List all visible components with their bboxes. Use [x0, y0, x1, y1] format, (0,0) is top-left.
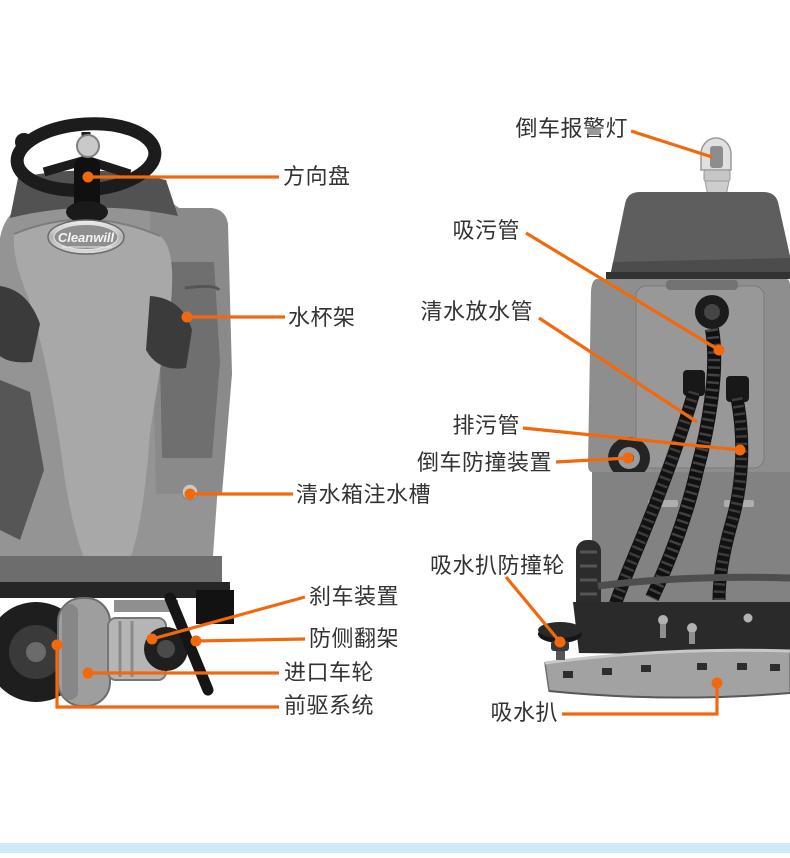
- warning-beacon-graphic: [700, 137, 732, 207]
- front-view-machine: Cleanwill: [0, 117, 234, 707]
- label-fresh-water-drain-hose: 清水放水管: [420, 299, 533, 324]
- leader-fresh-water-drain-hose: [538, 316, 698, 424]
- leader-squeegee: [562, 683, 719, 716]
- label-suction-hose: 吸污管: [452, 218, 520, 243]
- label-front-drive-system: 前驱系统: [284, 693, 375, 718]
- leader-front-drive-system: [55, 645, 279, 709]
- leader-lines: [55, 129, 741, 716]
- anti-rollover-lever: [164, 592, 214, 696]
- rear-view-machine: [538, 137, 790, 699]
- leader-suction-hose: [525, 231, 720, 352]
- sewage-hose-graphic: [712, 396, 749, 601]
- leader-brake-device: [151, 595, 306, 641]
- label-sewage-drain-hose: 排污管: [452, 413, 520, 438]
- squeegee-bar-graphic: [544, 648, 790, 699]
- leader-sewage-drain-hose: [522, 426, 741, 452]
- footer-accent-bar: [0, 843, 790, 853]
- label-water-fill-slot: 清水箱注水槽: [296, 482, 432, 507]
- front-drive-assembly: [0, 590, 234, 707]
- squeegee-assembly: [538, 602, 790, 699]
- label-squeegee-bumper-wheel: 吸水扒防撞轮: [429, 553, 565, 578]
- label-steering-wheel: 方向盘: [283, 164, 351, 189]
- label-squeegee: 吸水扒: [490, 700, 558, 725]
- label-cup-holder: 水杯架: [288, 305, 356, 330]
- label-imported-wheel: 进口车轮: [284, 660, 375, 685]
- label-anti-rollover-frame: 防侧翻架: [309, 626, 400, 651]
- label-brake-device: 刹车装置: [309, 584, 400, 609]
- brand-badge: Cleanwill: [47, 219, 125, 255]
- leader-dots: [51, 171, 746, 689]
- leader-reverse-alarm-light: [630, 129, 713, 159]
- seat-back: [611, 192, 790, 272]
- steering-wheel-graphic: [10, 117, 162, 223]
- leader-reverse-bumper: [555, 456, 629, 464]
- label-reverse-bumper: 倒车防撞装置: [416, 450, 552, 475]
- brand-logo-text: Cleanwill: [58, 230, 115, 245]
- label-reverse-alarm-light: 倒车报警灯: [515, 116, 628, 141]
- leader-anti-rollover-frame: [195, 637, 306, 643]
- leader-squeegee-bumper-wheel: [504, 575, 562, 644]
